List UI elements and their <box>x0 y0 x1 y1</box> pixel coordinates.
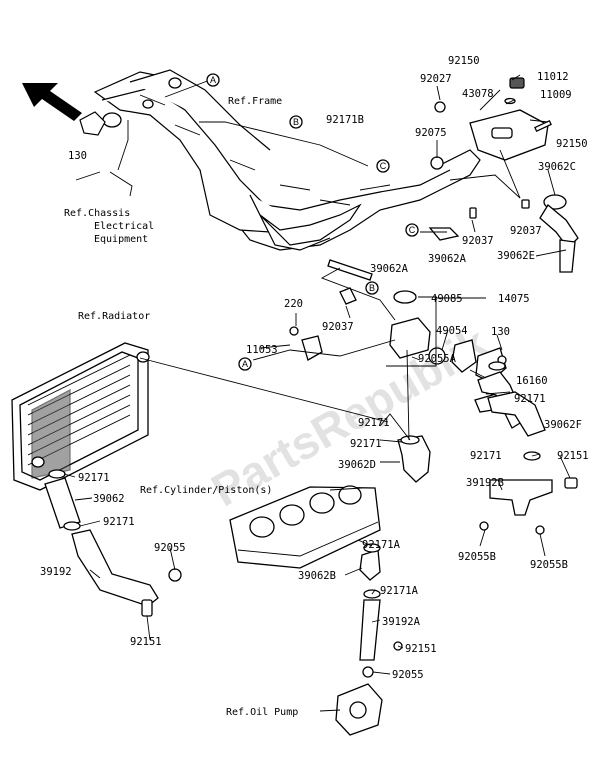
label-92171-c1: 92171 <box>358 417 390 429</box>
label-14075: 14075 <box>498 293 530 305</box>
label-39062d: 39062D <box>338 459 376 471</box>
label-11053: 11053 <box>246 344 278 356</box>
label-92151-center: 92151 <box>405 643 437 655</box>
callout-a-mid: A <box>238 357 252 371</box>
callout-b-top-text: B <box>293 117 299 127</box>
callout-b-top: B <box>289 115 303 129</box>
label-220: 220 <box>284 298 303 310</box>
label-92075: 92075 <box>415 127 447 139</box>
label-92037-mid: 92037 <box>462 235 494 247</box>
frame-illustration <box>79 69 481 251</box>
label-39192: 39192 <box>40 566 72 578</box>
ref-radiator-label: Ref.Radiator <box>78 311 150 322</box>
leader-lines <box>63 74 571 712</box>
callout-a-mid-text: A <box>242 359 248 369</box>
label-11012: 11012 <box>537 71 569 83</box>
label-92171a-2: 92171A <box>380 585 419 597</box>
label-92171-r1: 92171 <box>514 393 546 405</box>
label-39062a-mid: 39062A <box>428 253 467 265</box>
label-39192b: 39192B <box>466 477 504 489</box>
thermostat-housing-upper <box>430 77 552 170</box>
callout-c-mid-text: C <box>409 225 416 235</box>
label-92037-right: 92037 <box>510 225 542 237</box>
pipe-39192b <box>474 361 578 535</box>
ref-oil-pump-label: Ref.Oil Pump <box>226 707 298 718</box>
label-92151-r: 92151 <box>557 450 589 462</box>
callout-a-top: A <box>206 73 220 87</box>
label-92151-left: 92151 <box>130 636 162 648</box>
label-43078: 43078 <box>462 88 494 100</box>
label-92150-right: 92150 <box>556 138 588 150</box>
label-39062a-top: 39062A <box>370 263 409 275</box>
part-number-labels: 92150 92027 11012 43078 11009 130 92171B… <box>40 55 589 681</box>
label-92055b-2: 92055B <box>530 559 568 571</box>
label-39062e: 39062E <box>497 250 535 262</box>
label-49054: 49054 <box>436 325 468 337</box>
hose-39062a-center <box>327 259 373 305</box>
label-92171a-1: 92171A <box>362 539 401 551</box>
cylinder-block <box>229 485 381 569</box>
label-92037-center: 92037 <box>322 321 354 333</box>
ref-frame-label: Ref.Frame <box>228 96 282 107</box>
radiator <box>11 342 150 491</box>
label-39062f: 39062F <box>544 419 582 431</box>
callout-c-top-text: C <box>380 161 387 171</box>
label-92171-c2: 92171 <box>350 438 382 450</box>
label-39062: 39062 <box>93 493 125 505</box>
label-49085: 49085 <box>431 293 463 305</box>
label-92171-l2: 92171 <box>103 516 135 528</box>
oil-pump <box>335 683 383 736</box>
label-92055a: 92055A <box>418 353 457 365</box>
callout-b-mid-text: B <box>369 283 375 293</box>
ref-chassis-label-line2: Electrical <box>94 221 154 232</box>
label-92027: 92027 <box>420 73 452 85</box>
label-92171-r2: 92171 <box>470 450 502 462</box>
callout-c-top: C <box>376 159 390 173</box>
front-direction-arrow-icon <box>22 83 82 121</box>
label-92150-top: 92150 <box>448 55 480 67</box>
callout-a-top-text: A <box>210 75 216 85</box>
ref-chassis-label-line3: Equipment <box>94 234 148 245</box>
label-92171b: 92171B <box>326 114 364 126</box>
label-11009: 11009 <box>540 89 572 101</box>
label-92171-l1: 92171 <box>78 472 110 484</box>
ref-cylinder-label: Ref.Cylinder/Piston(s) <box>140 485 272 496</box>
label-39192a: 39192A <box>382 616 421 628</box>
label-92055-center: 92055 <box>392 669 424 681</box>
callout-b-mid: B <box>365 281 379 295</box>
label-39062c: 39062C <box>538 161 576 173</box>
label-130-left: 130 <box>68 150 87 162</box>
label-130-right: 130 <box>491 326 510 338</box>
label-39062b: 39062B <box>298 570 336 582</box>
label-92055-left: 92055 <box>154 542 186 554</box>
hose-39062f <box>487 391 546 437</box>
hose-39062d <box>397 435 431 483</box>
label-16160: 16160 <box>516 375 548 387</box>
ref-chassis-label-line1: Ref.Chassis <box>64 208 130 219</box>
callout-c-mid: C <box>405 223 419 237</box>
hose-39062b-and-pipe-39192a <box>359 543 403 678</box>
label-92055b-1: 92055B <box>458 551 496 563</box>
